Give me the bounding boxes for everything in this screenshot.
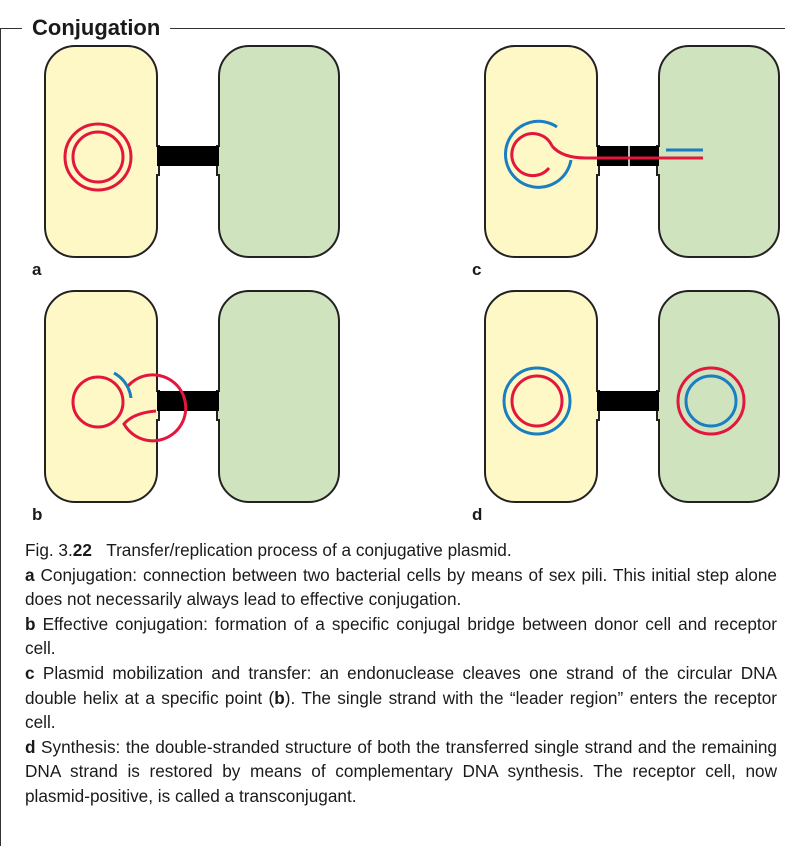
conjugal-bridge (597, 146, 659, 166)
figure-caption: Fig. 3.22 Transfer/replication process o… (25, 538, 777, 809)
conjugal-bridge (157, 391, 219, 411)
plasmid-inner-strand (71, 375, 125, 429)
plasmid-inner-strand (71, 130, 125, 184)
donor-plasmid-outer-strand (502, 366, 572, 436)
receptor-cell (656, 290, 780, 503)
caption-item-b: b Effective conjugation: formation of a … (25, 612, 777, 661)
donor-plasmid-inner-strand (510, 374, 564, 428)
fig-title: Transfer/replication process of a conjug… (106, 540, 512, 560)
panel-letter-b: b (32, 505, 42, 524)
caption-letter: b (25, 613, 36, 634)
receptor-plasmid-inner-strand (684, 374, 738, 428)
caption-heading: Fig. 3.22 Transfer/replication process o… (25, 538, 777, 563)
panel-letter-d: d (472, 505, 482, 524)
caption-letter: d (25, 736, 36, 757)
donor-cell (484, 290, 600, 503)
donor-cell (44, 290, 160, 503)
caption-item-d: d Synthesis: the double-stranded structu… (25, 735, 777, 809)
caption-letter: a (25, 564, 35, 585)
caption-letter: c (25, 662, 35, 683)
new-synthesized-strand (504, 119, 573, 189)
panel-letter-a: a (32, 260, 42, 279)
plasmid-inner-strand (510, 132, 554, 178)
caption-text: Conjugation: connection between two bact… (25, 564, 777, 610)
caption-text: ). The single strand with the “leader re… (25, 687, 777, 733)
panel-a: a (32, 45, 340, 279)
caption-item-a: a Conjugation: connection between two ba… (25, 563, 777, 612)
box-frame-top (0, 28, 785, 29)
donor-cell (484, 45, 600, 258)
box-frame-left (0, 28, 1, 846)
panel-c: c (472, 45, 780, 279)
receptor-cell (216, 45, 340, 258)
caption-text: Synthesis: the double-stranded structure… (25, 736, 777, 806)
conjugation-diagram: a b c d (32, 45, 780, 524)
caption-ref: b (274, 687, 285, 708)
fig-prefix: Fig. 3. (25, 540, 73, 560)
receptor-cell (656, 45, 780, 258)
caption-text: Effective conjugation: formation of a sp… (25, 613, 777, 659)
conjugal-bridge (157, 146, 219, 166)
fig-number: 22 (72, 540, 92, 560)
panel-b: b (32, 290, 340, 524)
panel-d: d (472, 290, 780, 524)
receptor-plasmid-outer-strand (676, 366, 746, 436)
caption-text: Plasmid mobilization and transfer: an en… (25, 662, 777, 708)
plasmid-outer-strand (122, 373, 188, 443)
panel-letter-c: c (472, 260, 481, 279)
caption-item-c: c Plasmid mobilization and transfer: an … (25, 661, 777, 735)
donor-cell (44, 45, 160, 258)
conjugal-bridge (597, 391, 659, 411)
box-title: Conjugation (22, 13, 171, 43)
receptor-cell (216, 290, 340, 503)
new-synthesized-strand (113, 371, 133, 399)
transferred-single-strand (550, 144, 703, 160)
plasmid-outer-strand (63, 122, 133, 192)
